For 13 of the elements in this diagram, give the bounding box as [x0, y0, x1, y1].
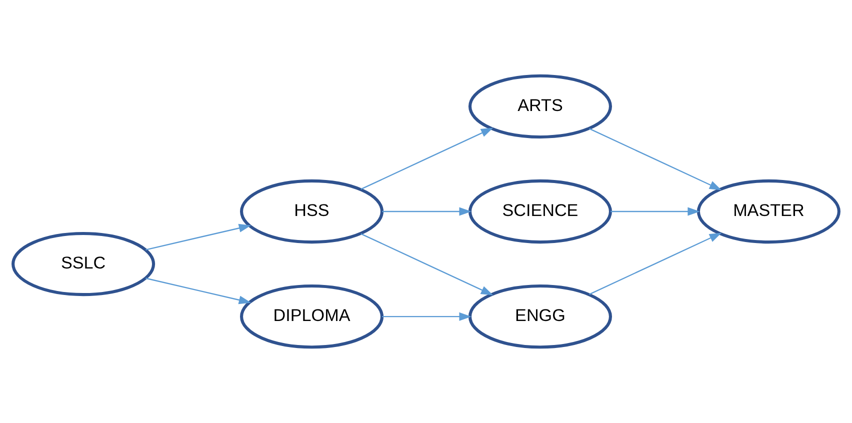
arrow [360, 233, 494, 296]
node-ellipse: HSS [240, 179, 384, 244]
node-ellipse: SSLC [12, 232, 156, 296]
arrow [589, 128, 722, 190]
arrow [382, 312, 472, 321]
node-ellipse: DIPLOMA [240, 284, 384, 349]
arrow [146, 278, 252, 304]
arrow [610, 207, 700, 216]
arrow [382, 207, 472, 216]
arrow [146, 224, 252, 250]
arrow [589, 232, 722, 295]
node-ellipse: SCIENCE [468, 179, 612, 244]
arrow [360, 128, 494, 190]
